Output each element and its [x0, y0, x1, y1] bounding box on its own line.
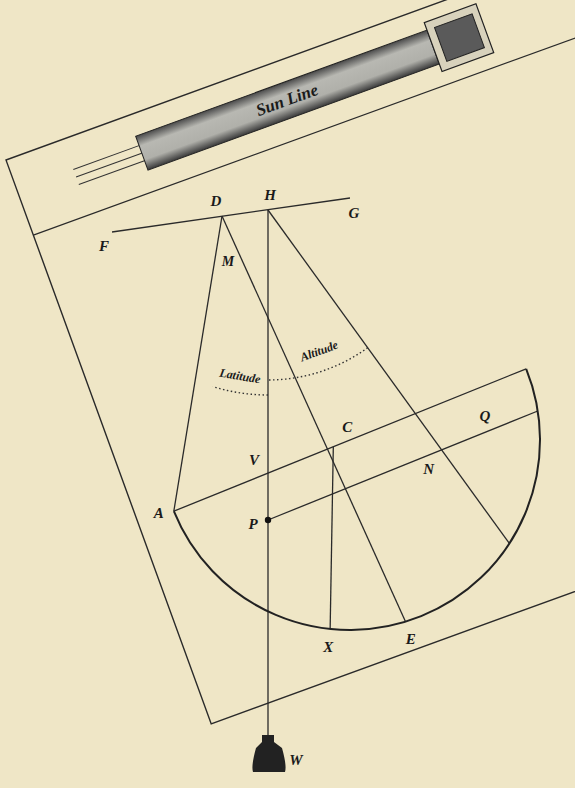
point-label: M — [222, 255, 234, 269]
construction-line — [222, 216, 406, 622]
point-label: Altitude — [299, 339, 340, 364]
point-label: C — [342, 419, 352, 434]
angle-arcs — [213, 348, 368, 395]
board-outline — [6, 0, 575, 724]
construction-line — [268, 210, 509, 543]
point-label: X — [323, 639, 333, 654]
point-label: Q — [480, 409, 491, 424]
point-label: F — [99, 239, 109, 254]
board — [6, 0, 575, 724]
angle-arc — [213, 387, 268, 395]
strip-line — [33, 0, 575, 235]
point-label: Latitude — [219, 366, 262, 385]
point-label: D — [211, 194, 222, 209]
point-label: H — [264, 188, 276, 203]
point-label: P — [248, 517, 257, 532]
tube-line — [79, 159, 149, 185]
plumb-weight — [252, 735, 285, 772]
point-label: W — [289, 753, 302, 768]
construction-line — [174, 216, 222, 511]
point-label: A — [154, 506, 164, 521]
point-label: Sun Line — [254, 81, 321, 119]
construction-line — [112, 198, 350, 232]
center-dot — [265, 517, 271, 523]
point-label: G — [349, 206, 360, 221]
eyepiece — [435, 14, 485, 62]
construction-lines — [112, 198, 538, 735]
construction-line — [330, 447, 333, 629]
construction-line — [174, 369, 526, 511]
sun-tube — [136, 30, 440, 170]
eyepiece-box — [424, 4, 493, 72]
point-label: V — [249, 453, 259, 468]
construction-line — [268, 411, 538, 520]
semicircle-scale — [174, 369, 540, 630]
point-label: E — [406, 631, 416, 646]
point-label: N — [423, 461, 434, 476]
